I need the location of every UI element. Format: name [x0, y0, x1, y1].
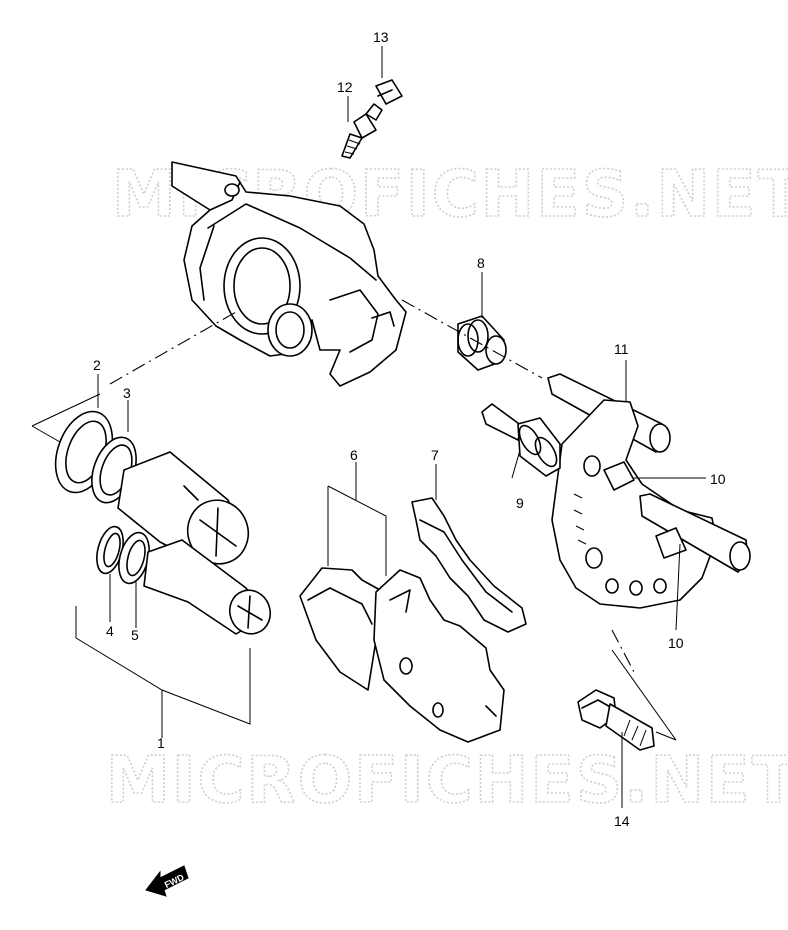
label-9: 9	[516, 495, 524, 511]
bracket	[551, 399, 717, 609]
pad-spring-part-7	[411, 497, 527, 633]
assembly-lines	[31, 46, 706, 808]
label-13: 13	[373, 29, 389, 45]
bleeder-cap-part-13	[375, 79, 403, 105]
mounting-bolt-part-14	[577, 689, 655, 751]
caliper-body	[171, 161, 407, 387]
label-11: 11	[614, 341, 629, 357]
piston-boot-part-5	[118, 531, 150, 585]
label-10-lower: 10	[668, 635, 684, 651]
fwd-arrow-icon: FWD	[145, 865, 189, 897]
watermark-bottom: MICROFICHES.NET	[106, 744, 788, 818]
label-5: 5	[131, 627, 139, 643]
label-4: 4	[106, 623, 114, 639]
brake-pads-part-6	[299, 567, 505, 743]
slide-pin-lower	[639, 493, 751, 573]
label-3: 3	[123, 385, 131, 401]
label-6: 6	[350, 447, 358, 463]
label-1: 1	[157, 735, 165, 751]
guide-pin-part-9	[481, 403, 561, 477]
label-14: 14	[614, 813, 630, 829]
piston-small	[143, 539, 272, 635]
clip-part-10-lower	[655, 527, 687, 559]
bleeder-screw-part-12	[341, 103, 383, 159]
label-2: 2	[93, 357, 101, 373]
boot-part-8	[457, 315, 507, 371]
piston-large	[117, 451, 250, 569]
label-12: 12	[337, 79, 353, 95]
label-10-upper: 10	[710, 471, 726, 487]
label-8: 8	[477, 255, 485, 271]
label-7: 7	[431, 447, 439, 463]
clip-part-10-upper	[603, 461, 635, 491]
